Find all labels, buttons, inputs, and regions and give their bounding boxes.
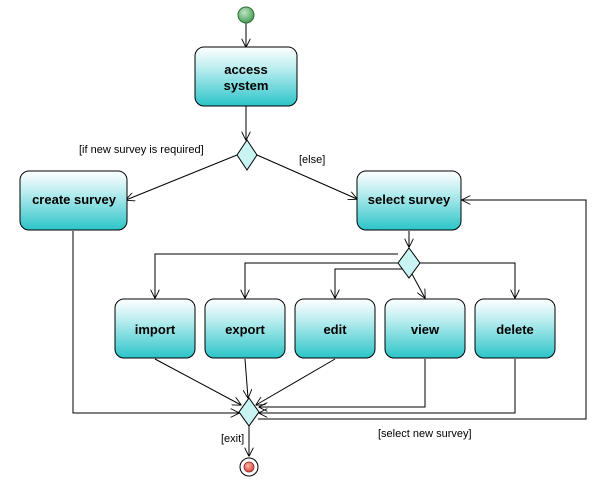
action-edit: edit bbox=[294, 298, 376, 359]
select-survey-label: select survey bbox=[368, 192, 451, 207]
import-label: import bbox=[135, 322, 176, 337]
action-select-survey: select survey bbox=[356, 170, 462, 231]
action-export: export bbox=[204, 298, 286, 359]
guard-exit: [exit] bbox=[221, 433, 244, 445]
view-label: view bbox=[411, 322, 440, 337]
edge-decision-to-create bbox=[126, 154, 238, 200]
create-survey-label: create survey bbox=[32, 192, 117, 207]
export-label: export bbox=[225, 322, 265, 337]
decision-survey-action bbox=[397, 247, 421, 279]
end-node bbox=[239, 457, 259, 477]
edge-delete-to-merge bbox=[259, 359, 516, 413]
action-access-system: access system bbox=[194, 46, 298, 107]
edge-decision-to-view bbox=[411, 273, 425, 298]
edge-decision-to-import bbox=[155, 253, 398, 298]
edge-decision-to-edit bbox=[335, 268, 402, 298]
edge-merge-to-select-loop bbox=[258, 200, 587, 420]
action-view: view bbox=[384, 298, 466, 359]
edges bbox=[72, 23, 587, 456]
action-import: import bbox=[114, 298, 196, 359]
start-node bbox=[237, 6, 255, 24]
edge-export-to-merge bbox=[245, 358, 248, 398]
guard-else: [else] bbox=[299, 154, 325, 166]
guard-new-survey-required: [if new survey is required] bbox=[79, 144, 204, 156]
edge-decision-to-select bbox=[256, 154, 357, 199]
edit-label: edit bbox=[323, 322, 347, 337]
decision-new-survey bbox=[236, 139, 258, 171]
edge-edit-to-merge bbox=[256, 358, 336, 405]
edge-decision-to-delete bbox=[420, 262, 515, 298]
access-label-line2: system bbox=[224, 78, 269, 93]
merge-decision bbox=[238, 397, 260, 427]
action-create-survey: create survey bbox=[19, 170, 128, 231]
edge-create-to-merge bbox=[72, 231, 239, 413]
guard-select-new-survey: [select new survey] bbox=[378, 428, 472, 440]
action-delete: delete bbox=[474, 298, 556, 359]
access-label-line1: access bbox=[224, 62, 267, 77]
delete-label: delete bbox=[496, 322, 534, 337]
edge-import-to-merge bbox=[154, 358, 241, 405]
edge-decision-to-export bbox=[245, 262, 400, 298]
edge-view-to-merge bbox=[259, 359, 426, 407]
